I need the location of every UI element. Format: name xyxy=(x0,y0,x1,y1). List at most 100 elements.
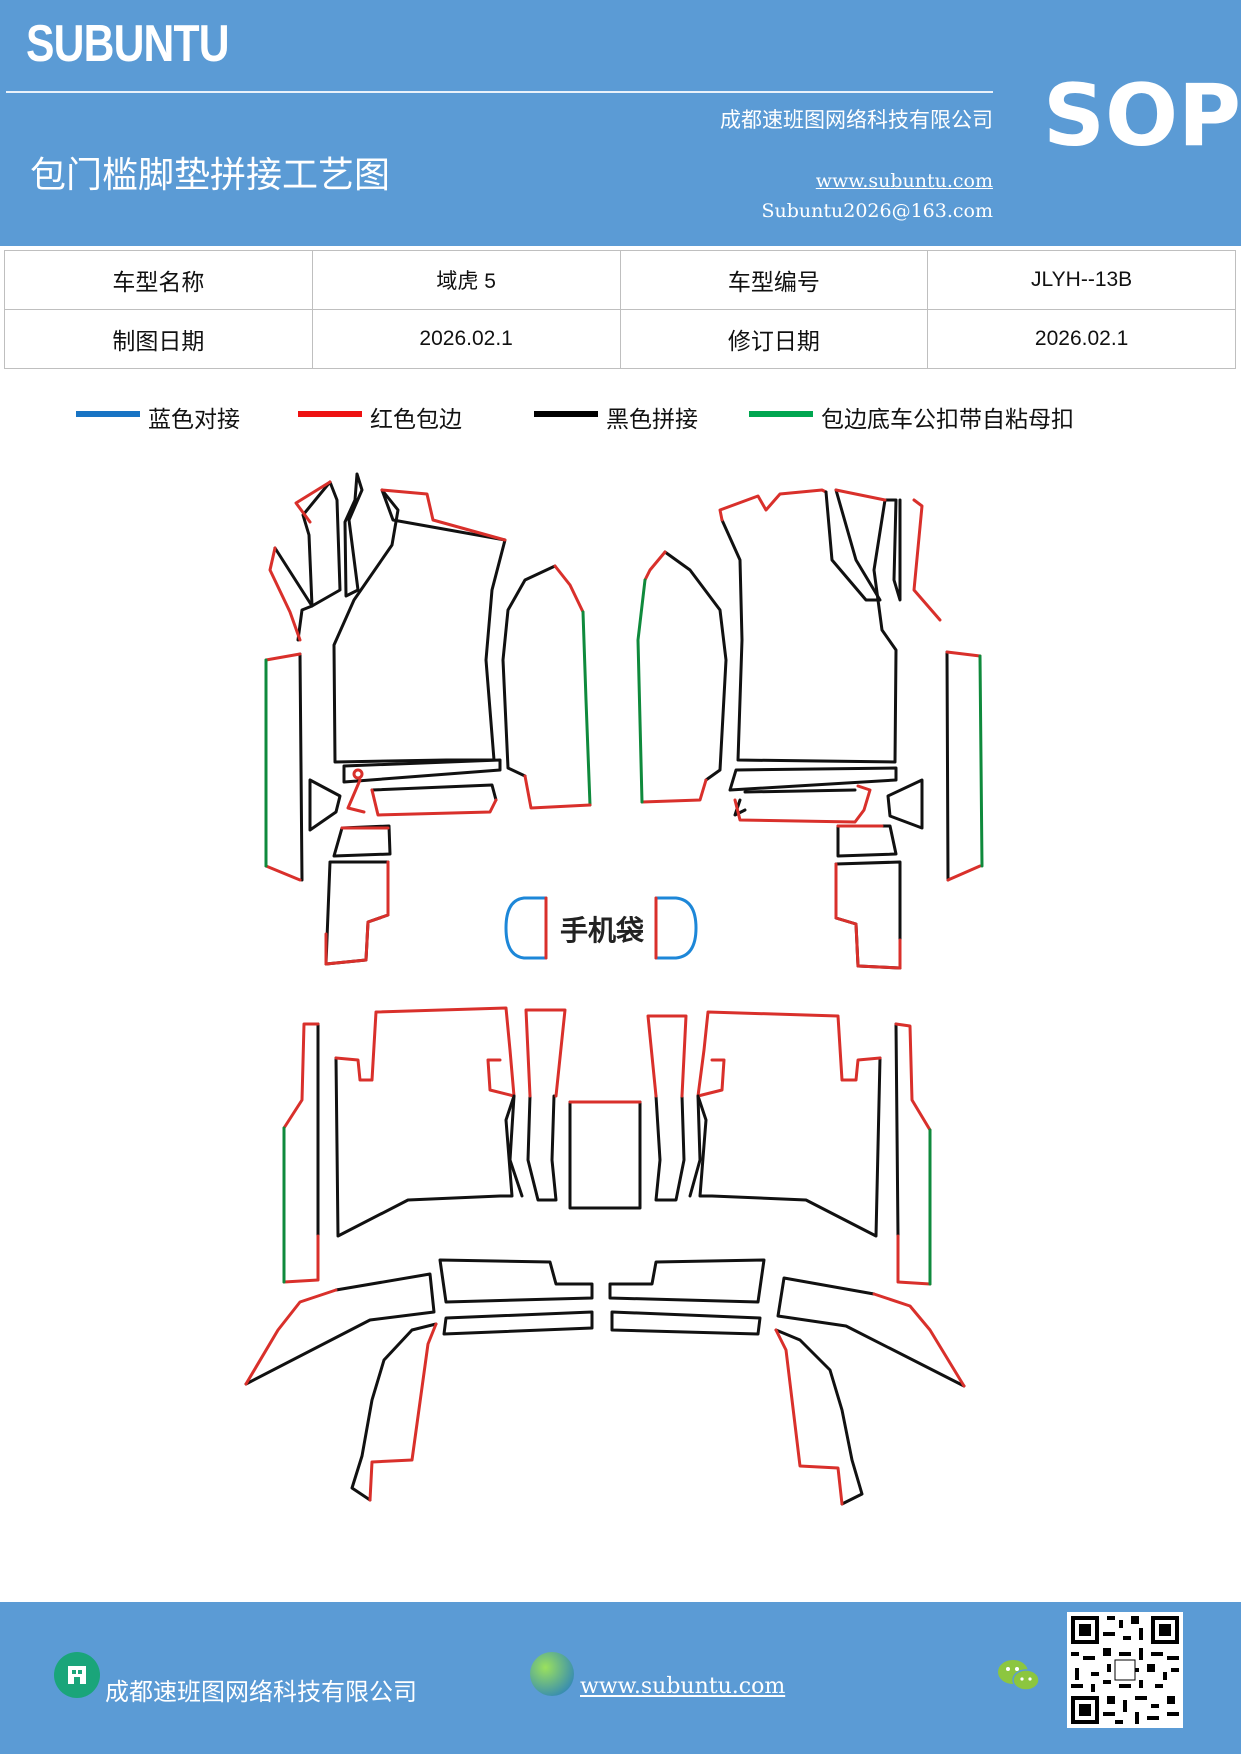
legend-label: 蓝色对接 xyxy=(148,407,240,433)
rear-left-main xyxy=(334,1056,516,1238)
front-left-main-piece xyxy=(332,488,507,764)
front-left-sill xyxy=(342,758,502,784)
legend-label: 红色包边 xyxy=(370,407,462,433)
front-right-foot-block xyxy=(834,860,902,970)
front-right-main-edge-red xyxy=(718,488,828,522)
legend-item-red: 红色包边 xyxy=(298,400,462,434)
rear-right-main-red xyxy=(696,1010,882,1098)
rear-left-side-red xyxy=(282,1022,320,1284)
rear-left-main-red xyxy=(334,1006,516,1098)
front-left-lobe-green xyxy=(581,610,592,807)
front-right-foot xyxy=(836,824,898,858)
document-title: 包门槛脚垫拼接工艺图 xyxy=(30,155,391,196)
legend-label: 包边底车公扣带自粘母扣 xyxy=(821,407,1074,433)
front-right-side-strip-green xyxy=(978,654,984,868)
front-right-lobe xyxy=(663,550,728,782)
front-right-main-piece xyxy=(720,498,898,764)
rear-right-wing xyxy=(776,1276,966,1388)
front-left-side-strip-red xyxy=(264,652,302,882)
info-table: 车型名称 域虎 5 车型编号 JLYH--13B 制图日期 2026.02.1 … xyxy=(4,250,1236,369)
front-left-strip-1-red xyxy=(294,480,332,524)
front-right-sill xyxy=(728,766,898,792)
front-left-hole xyxy=(352,768,364,780)
front-right-side-strip-red xyxy=(945,650,982,882)
front-left-small-cup xyxy=(308,778,342,832)
header-divider xyxy=(6,91,993,93)
legend-item-green: 包边底车公扣带自粘母扣 xyxy=(749,400,1074,434)
front-left-foot xyxy=(332,824,392,858)
rear-right-center-strips-red xyxy=(646,1014,688,1098)
front-left-lobe xyxy=(501,564,557,778)
rear-left-center-strips xyxy=(508,1094,558,1202)
rear-left-leg xyxy=(350,1322,438,1502)
legend-swatch xyxy=(534,411,598,417)
rear-center-tunnel xyxy=(568,1100,642,1210)
phone-bag-right xyxy=(654,896,698,960)
email-address: Subuntu2026@163.com xyxy=(761,200,993,222)
front-right-sill-line xyxy=(733,788,857,817)
revise-date-label: 修订日期 xyxy=(619,309,929,369)
draw-date-value: 2026.02.1 xyxy=(311,309,621,369)
rear-right-side-red xyxy=(894,1022,932,1286)
model-name-label: 车型名称 xyxy=(4,250,313,310)
rear-right-center-strips xyxy=(654,1094,702,1202)
footer-company-name: 成都速班图网络科技有限公司 xyxy=(105,1678,417,1706)
front-right-strip-2-red xyxy=(834,488,942,622)
company-name: 成都速班图网络科技有限公司 xyxy=(720,108,993,132)
front-left-main-edge-red xyxy=(380,488,507,542)
rear-right-main xyxy=(696,1056,882,1238)
brand-logo: SUBUNTU xyxy=(26,15,230,73)
front-left-lobe-red xyxy=(553,564,585,614)
legend-swatch xyxy=(749,411,813,417)
front-left-lobe-bottom-red xyxy=(523,774,592,810)
front-right-lobe-green xyxy=(636,578,647,804)
front-left-side-narrow xyxy=(273,546,314,642)
rear-right-wing-red xyxy=(872,1292,966,1388)
rear-mat-group xyxy=(244,1006,966,1506)
color-legend: 蓝色对接 红色包边 黑色拼接 包边底车公扣带自粘母扣 xyxy=(0,400,1241,440)
rear-right-leg xyxy=(774,1328,864,1506)
qr-code-image xyxy=(1067,1612,1183,1728)
sop-badge: SOP xyxy=(1043,66,1241,166)
legend-item-blue: 蓝色对接 xyxy=(76,400,240,434)
model-code-label: 车型编号 xyxy=(619,250,929,310)
table-row: 车型名称 域虎 5 车型编号 JLYH--13B xyxy=(4,250,1236,310)
footer-website-link[interactable]: www.subuntu.com xyxy=(580,1674,786,1699)
rear-right-side xyxy=(894,1022,900,1238)
front-left-sill-lower xyxy=(370,783,498,802)
front-left-foot-block xyxy=(324,860,390,966)
rear-left-wing-red xyxy=(244,1288,338,1386)
wechat-icon[interactable] xyxy=(996,1656,1042,1696)
front-right-mat-group xyxy=(636,488,984,970)
rear-left-sill-1 xyxy=(438,1258,594,1304)
rear-left-sill-2 xyxy=(442,1310,594,1336)
model-code-value: JLYH--13B xyxy=(927,250,1236,310)
footer-banner: 成都速班图网络科技有限公司 www.subuntu.com xyxy=(0,1602,1241,1754)
phone-bag-left xyxy=(504,896,548,960)
front-right-lobe-red xyxy=(640,550,708,804)
rear-left-leg-red xyxy=(368,1322,438,1502)
website-link[interactable]: www.subuntu.com xyxy=(815,170,993,192)
rear-left-wing xyxy=(244,1272,436,1386)
front-right-strip xyxy=(824,488,882,602)
draw-date-label: 制图日期 xyxy=(4,309,313,369)
front-left-sill-lower-red xyxy=(346,778,498,817)
floor-mat-diagram: 手机袋 xyxy=(244,472,984,1506)
header-banner: SUBUNTU 成都速班图网络科技有限公司 包门槛脚垫拼接工艺图 www.sub… xyxy=(0,0,1241,246)
revise-date-value: 2026.02.1 xyxy=(927,309,1236,369)
table-row: 制图日期 2026.02.1 修订日期 2026.02.1 xyxy=(4,309,1236,369)
rear-left-center-strips-red xyxy=(524,1008,567,1098)
legend-item-black: 黑色拼接 xyxy=(534,400,698,434)
front-left-side-strip xyxy=(298,652,304,882)
front-right-side-strip xyxy=(945,650,950,882)
front-left-strip-2 xyxy=(343,472,364,598)
front-left-side-narrow-red xyxy=(268,546,302,642)
legend-label: 黑色拼接 xyxy=(606,407,698,433)
legend-swatch xyxy=(76,411,140,417)
phone-bag-label: 手机袋 xyxy=(560,914,645,947)
legend-swatch xyxy=(298,411,362,417)
front-left-strip-1 xyxy=(301,480,342,608)
front-right-small-cup xyxy=(886,778,924,830)
rear-right-sill-2 xyxy=(610,1310,762,1336)
phone-bag-group: 手机袋 xyxy=(504,896,698,960)
